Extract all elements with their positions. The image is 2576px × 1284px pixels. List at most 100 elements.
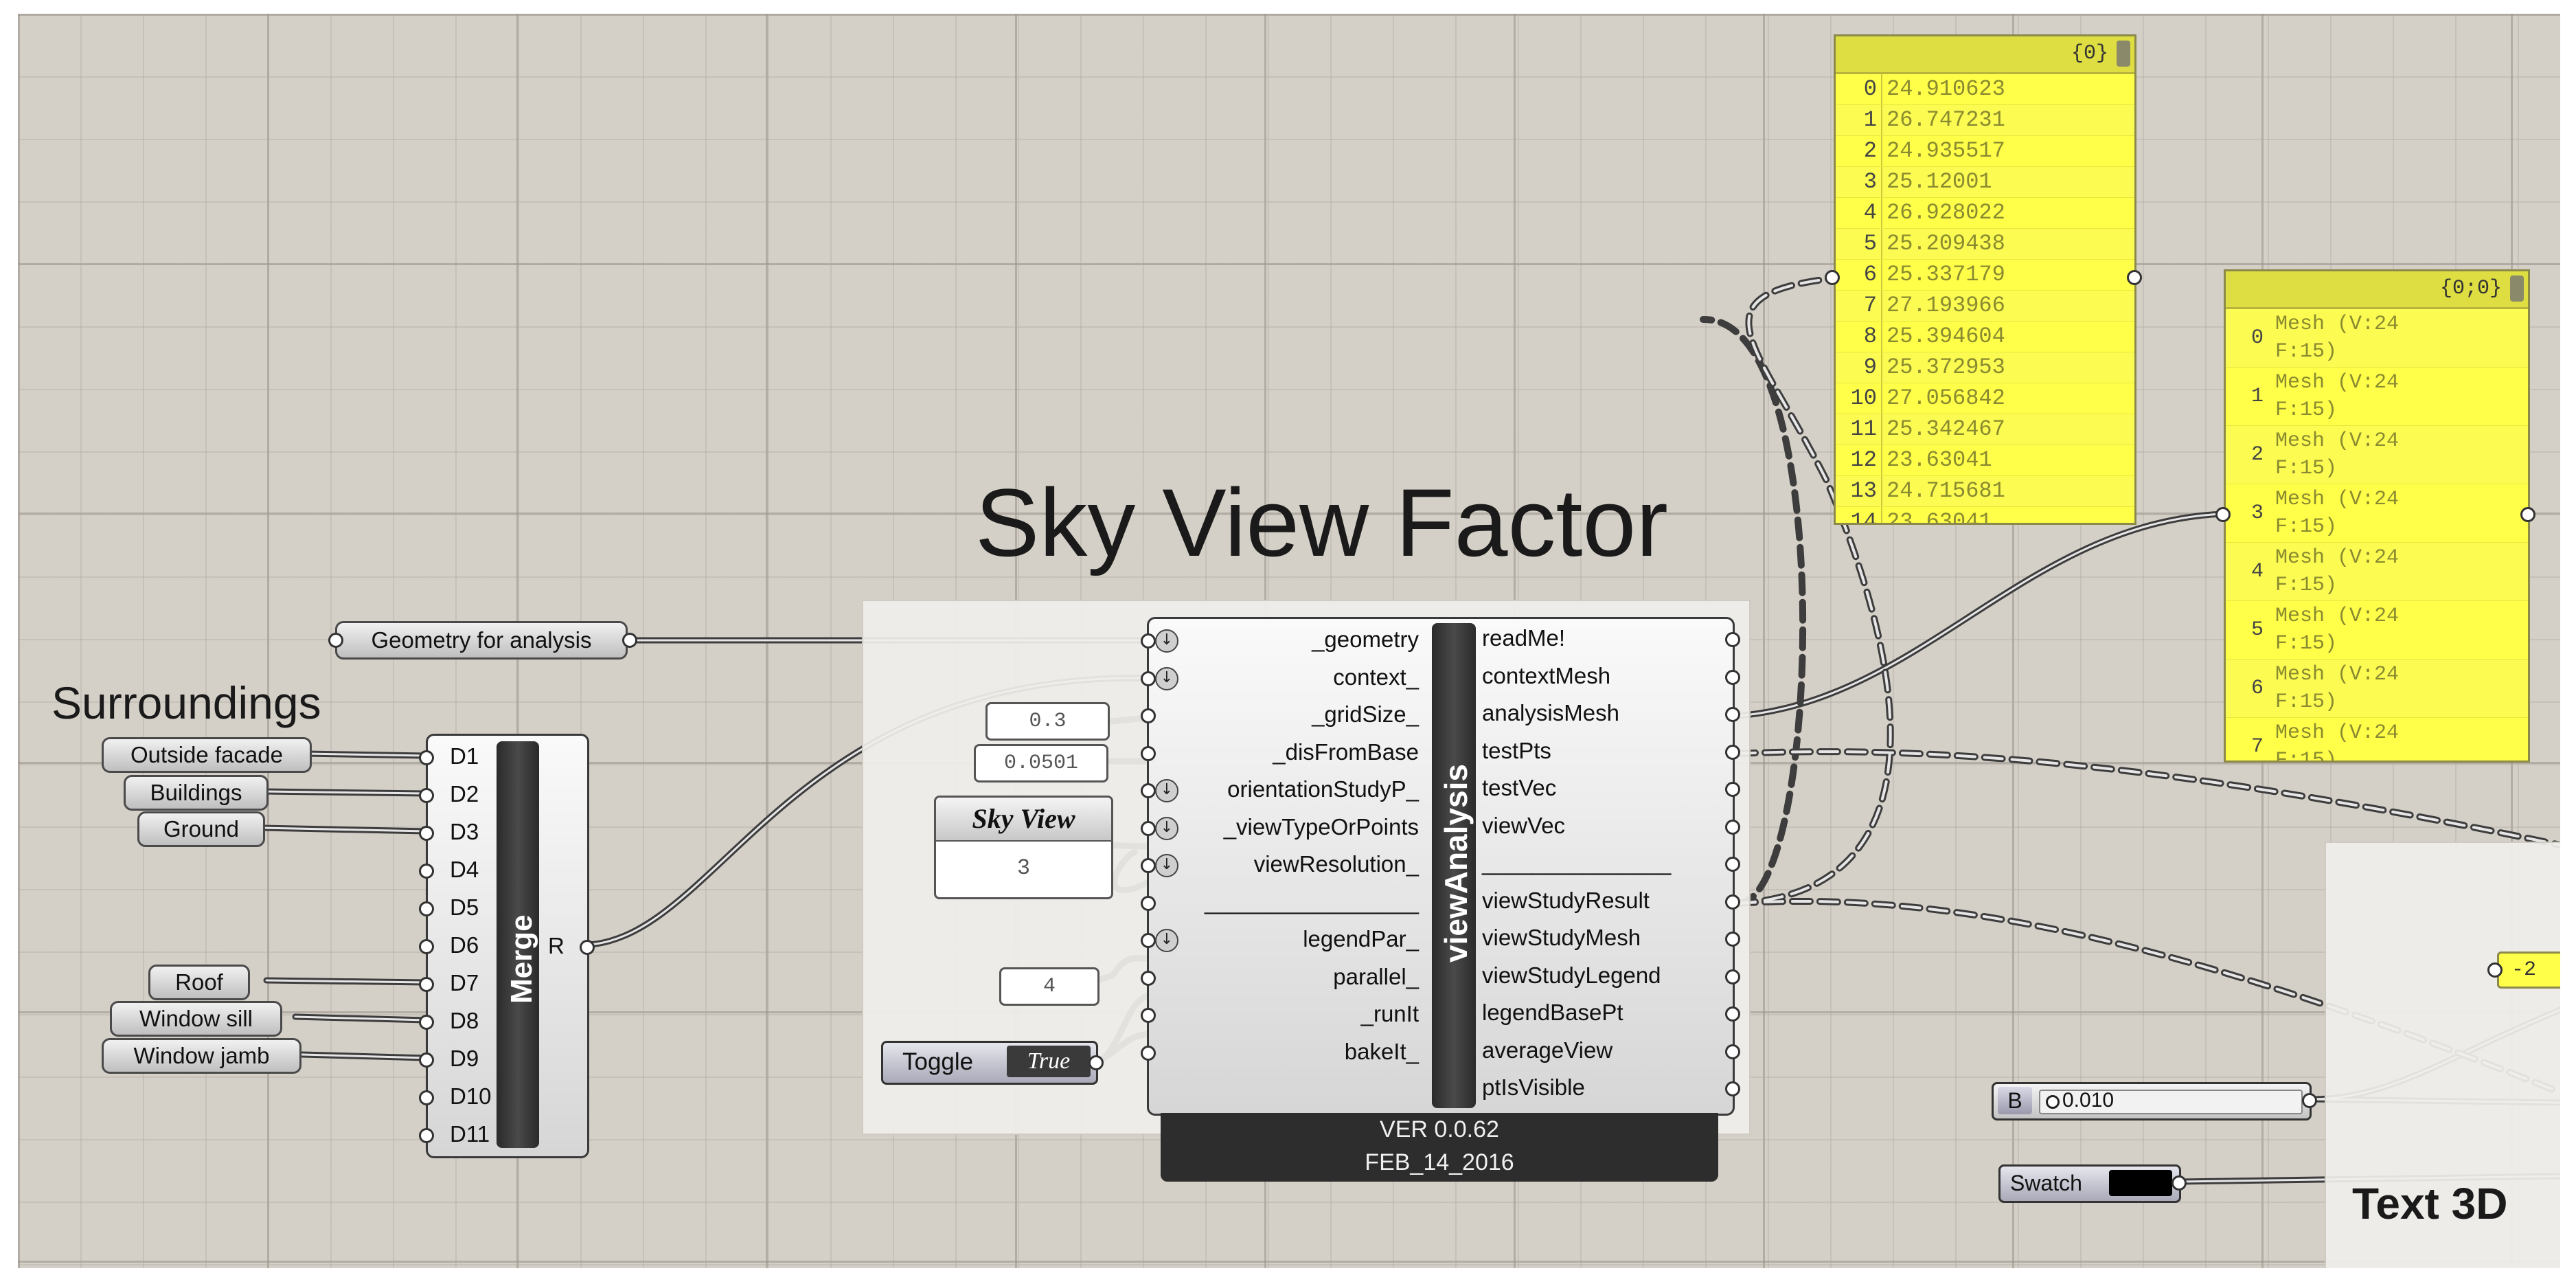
view-analysis-output-port[interactable] [1725, 932, 1740, 947]
view-analysis-input-port[interactable] [1141, 708, 1156, 723]
row-value: 25.12001 [1887, 169, 1992, 194]
view-analysis-input-port[interactable] [1141, 896, 1156, 911]
view-analysis-input-port[interactable] [1141, 1008, 1156, 1023]
down-arrow-icon[interactable]: ↓ [1155, 667, 1178, 690]
view-analysis-output-port[interactable] [1725, 707, 1740, 722]
param-outside-facade[interactable]: Outside facade [102, 737, 312, 773]
swatch-output-port[interactable] [2172, 1175, 2187, 1191]
view-analysis-input-label: _runIt [1360, 1001, 1419, 1026]
down-arrow-icon[interactable]: ↓ [1155, 817, 1178, 840]
view-analysis-name: viewAnalysis [1438, 764, 1474, 962]
down-arrow-icon[interactable]: ↓ [1155, 629, 1178, 653]
swatch-colour[interactable] [2109, 1170, 2172, 1196]
param-buildings[interactable]: Buildings [124, 775, 269, 811]
view-analysis-input-port[interactable] [1141, 633, 1156, 649]
view-analysis-output-port[interactable] [1725, 1006, 1740, 1022]
merge-input-port[interactable] [419, 1128, 434, 1143]
values-panel-grip[interactable] [2117, 41, 2130, 67]
geometry-param-input-port[interactable] [328, 633, 343, 648]
view-analysis-output-port[interactable] [1725, 745, 1740, 760]
merge-input-label: D6 [450, 932, 479, 958]
slider-track[interactable] [2039, 1090, 2303, 1114]
view-analysis-output-port[interactable] [1725, 670, 1740, 685]
disfrombase-panel[interactable]: 0.0501 [974, 744, 1108, 782]
merge-input-port[interactable] [419, 901, 434, 916]
geometry-param[interactable]: Geometry for analysis [335, 621, 628, 660]
slider-handle[interactable] [2046, 1095, 2060, 1109]
view-analysis-input-port[interactable] [1141, 671, 1156, 686]
row-value: Mesh (V:24 F:15) [2275, 663, 2400, 714]
view-analysis-input-port[interactable] [1141, 933, 1156, 948]
merge-input-port[interactable] [419, 750, 434, 765]
view-analysis-output-port[interactable] [1725, 1044, 1740, 1059]
param-window-jamb[interactable]: Window jamb [102, 1038, 301, 1074]
merge-component[interactable]: Merge R [426, 734, 589, 1158]
merge-input-port[interactable] [419, 1090, 434, 1105]
view-analysis-input-port[interactable] [1141, 858, 1156, 873]
view-analysis-output-port[interactable] [1725, 1081, 1740, 1096]
gridsize-panel[interactable]: 0.3 [985, 702, 1110, 741]
view-analysis-component[interactable]: viewAnalysis [1147, 617, 1735, 1116]
param-ground[interactable]: Ground [137, 811, 265, 847]
geometry-param-output-port[interactable] [622, 633, 637, 648]
sky-view-selected-value[interactable]: 3 [1016, 855, 1031, 881]
view-analysis-input-port[interactable] [1141, 1046, 1156, 1061]
view-analysis-output-port[interactable] [1725, 894, 1740, 910]
toggle-value[interactable]: True [1007, 1046, 1091, 1077]
down-arrow-icon[interactable]: ↓ [1155, 929, 1178, 952]
row-index: 5 [1836, 229, 1882, 259]
view-analysis-input-label: _geometry [1312, 627, 1419, 652]
param-roof[interactable]: Roof [148, 965, 250, 1000]
merge-input-port[interactable] [419, 977, 434, 992]
view-analysis-input-port[interactable] [1141, 746, 1156, 761]
legendpar-panel[interactable]: 4 [999, 967, 1099, 1006]
merge-input-port[interactable] [419, 1015, 434, 1030]
run-toggle[interactable]: Toggle True [881, 1041, 1098, 1085]
group-title-text-3d: Text 3D [2352, 1179, 2508, 1228]
merge-input-port[interactable] [419, 826, 434, 841]
toggle-output-port[interactable] [1088, 1055, 1104, 1070]
mesh-panel-output-port[interactable] [2520, 507, 2535, 522]
values-panel-output-port[interactable] [2127, 270, 2142, 285]
down-arrow-icon[interactable]: ↓ [1155, 779, 1178, 802]
view-analysis-input-port[interactable] [1141, 783, 1156, 798]
mesh-panel-grip[interactable] [2510, 275, 2524, 302]
values-panel-input-port[interactable] [1825, 270, 1840, 285]
view-analysis-input-label: bakeIt_ [1344, 1039, 1419, 1064]
row-index: 12 [1836, 445, 1882, 475]
view-analysis-input-port[interactable] [1141, 821, 1156, 836]
merge-input-port[interactable] [419, 864, 434, 879]
geometry-param-label: Geometry for analysis [371, 627, 592, 653]
view-analysis-output-port[interactable] [1725, 857, 1740, 872]
view-analysis-output-port[interactable] [1725, 820, 1740, 835]
row-index: 11 [1836, 414, 1882, 444]
down-arrow-icon[interactable]: ↓ [1155, 854, 1178, 877]
merge-input-port[interactable] [419, 939, 434, 954]
row-index: 0 [2250, 326, 2264, 350]
number-slider[interactable]: B 0.010 [1992, 1082, 2312, 1120]
slider-output-port[interactable] [2302, 1093, 2317, 1108]
view-analysis-output-port[interactable] [1725, 782, 1740, 797]
param-window-sill[interactable]: Window sill [110, 1001, 282, 1037]
merge-output-port[interactable] [580, 940, 595, 955]
mesh-panel-input-port[interactable] [2215, 507, 2231, 522]
merge-input-port[interactable] [419, 1052, 434, 1068]
colour-swatch[interactable]: Swatch [1998, 1164, 2181, 1203]
view-analysis-input-port[interactable] [1141, 971, 1156, 986]
sky-view-value-list[interactable]: Sky View 3 [934, 796, 1113, 899]
view-analysis-output-port[interactable] [1725, 632, 1740, 647]
merge-input-port[interactable] [419, 788, 434, 803]
view-analysis-output-port[interactable] [1725, 969, 1740, 984]
group-text-3d[interactable] [2325, 842, 2563, 1271]
small-value-input-port[interactable] [2487, 962, 2503, 978]
row-index: 3 [1836, 167, 1882, 197]
row-index: 6 [1836, 260, 1882, 290]
